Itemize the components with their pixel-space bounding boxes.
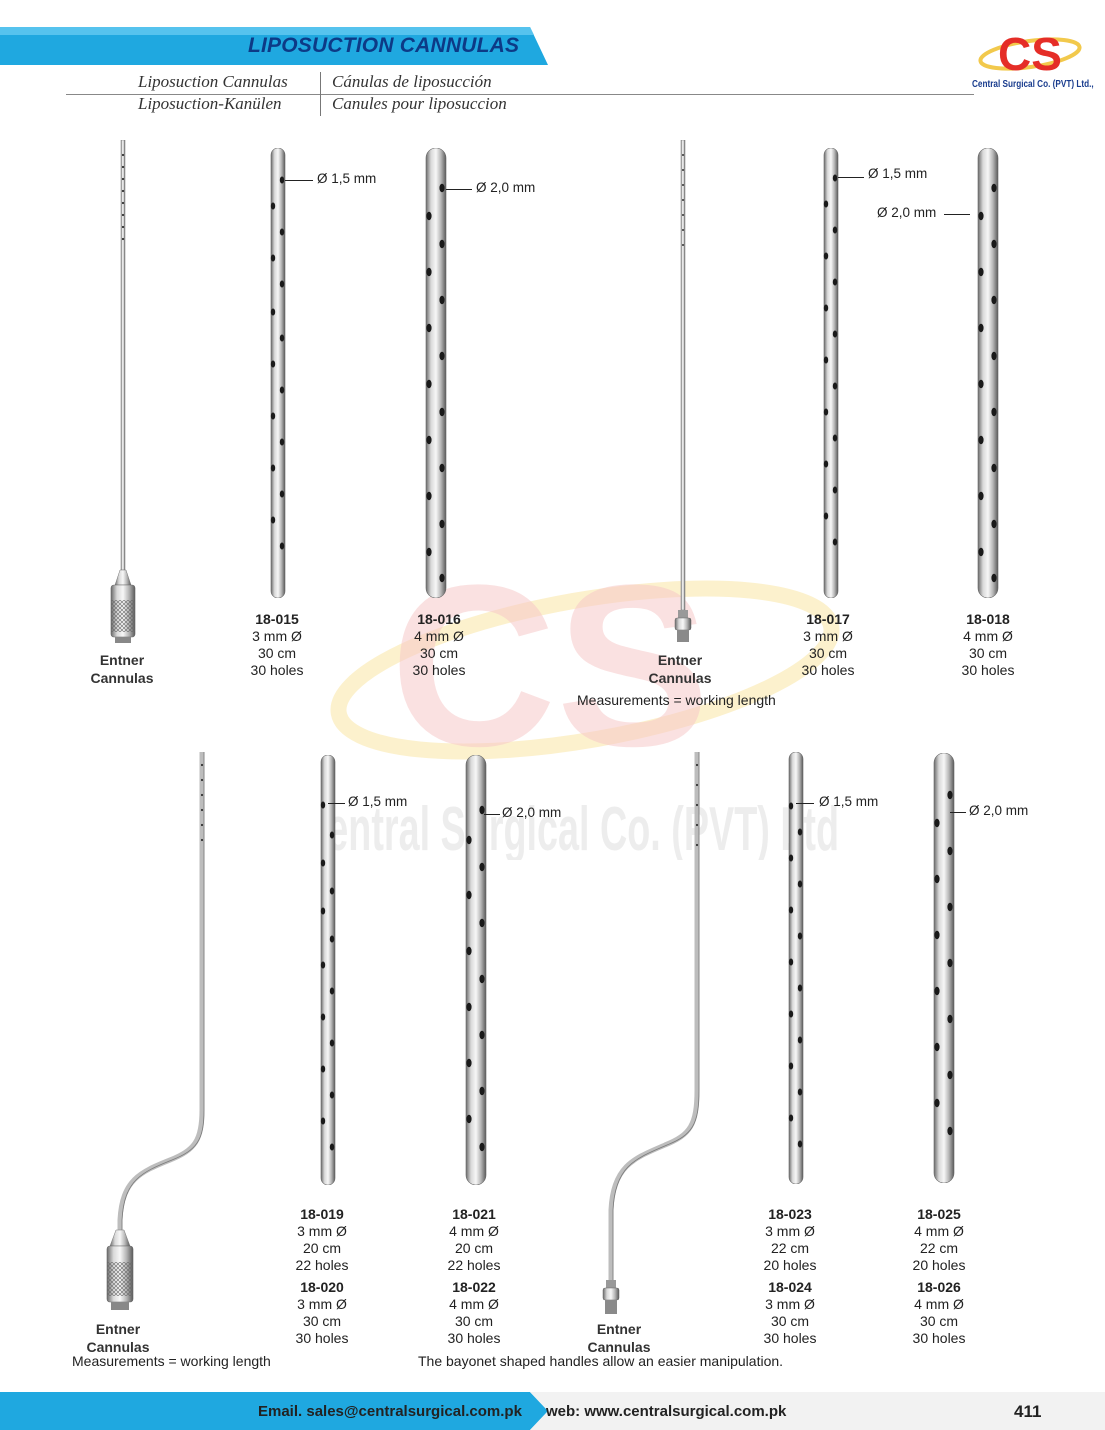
subtitle-en: Liposuction Cannulas (138, 72, 288, 91)
company-name: Central Surgical Co. (PVT) Ltd., (972, 79, 1094, 90)
entner-caption: Entner Cannulas (587, 1321, 651, 1355)
dimension-leader (950, 812, 966, 813)
footer-bar (0, 1392, 1105, 1430)
cannula-18-017 (823, 148, 839, 598)
entner-cannula-straight-1 (110, 140, 136, 643)
diameter-label: Ø 1,5 mm (317, 171, 377, 186)
diameter-label: Ø 2,0 mm (969, 803, 1029, 818)
dimension-leader (446, 189, 472, 190)
product-caption-18-018: 18-018 4 mm Ø 30 cm 30 holes (961, 611, 1015, 678)
diameter-label: Ø 2,0 mm (476, 180, 536, 195)
measurement-note: Measurements = working length (577, 692, 776, 708)
cannula-18-025 (933, 753, 955, 1183)
cannula-18-019 (320, 755, 336, 1185)
diameter-label: Ø 2,0 mm (877, 205, 937, 220)
product-caption-18-024: 18-024 3 mm Ø 30 cm 30 holes (763, 1279, 817, 1346)
dimension-leader (796, 803, 814, 804)
product-caption-18-020: 18-020 3 mm Ø 30 cm 30 holes (295, 1279, 349, 1346)
cannula-18-018 (977, 148, 999, 598)
product-caption-18-016: 18-016 4 mm Ø 30 cm 30 holes (412, 611, 466, 678)
diameter-label: Ø 1,5 mm (868, 166, 928, 181)
dimension-leader (944, 214, 970, 215)
measurement-note: Measurements = working length (72, 1353, 271, 1369)
product-caption-18-026: 18-026 4 mm Ø 30 cm 30 holes (912, 1279, 966, 1346)
bayonet-note: The bayonet shaped handles allow an easi… (418, 1353, 784, 1369)
diameter-label: Ø 2,0 mm (502, 805, 562, 820)
footer-email[interactable]: Email. sales@centralsurgical.com.pk (258, 1403, 522, 1420)
product-caption-18-015: 18-015 3 mm Ø 30 cm 30 holes (250, 611, 304, 678)
entner-caption: Entner Cannulas (86, 1321, 150, 1355)
cannula-18-016 (425, 148, 447, 598)
product-caption-18-019: 18-019 3 mm Ø 20 cm 22 holes (295, 1206, 349, 1273)
diameter-label: Ø 1,5 mm (348, 794, 408, 809)
company-logo: CS (978, 28, 1082, 78)
dimension-leader (285, 180, 313, 181)
entner-cannula-straight-2 (674, 140, 692, 642)
entner-cannula-bayonet-1 (106, 752, 205, 1310)
product-caption-18-025: 18-025 4 mm Ø 22 cm 20 holes (912, 1206, 966, 1273)
subtitle-fr: Canules pour liposuccion (332, 94, 507, 113)
svg-text:Central Surgical Co. (PVT) Ltd: Central Surgical Co. (PVT) Ltd., (330, 795, 840, 860)
dimension-leader (328, 803, 345, 804)
dimension-leader (484, 814, 500, 815)
svg-text:CS: CS (998, 28, 1062, 78)
title-banner (0, 27, 548, 65)
svg-text:CS: CS (390, 560, 710, 794)
product-caption-18-023: 18-023 3 mm Ø 22 cm 20 holes (763, 1206, 817, 1273)
product-caption-18-017: 18-017 3 mm Ø 30 cm 30 holes (801, 611, 855, 678)
cannula-18-021 (465, 755, 487, 1185)
footer-website[interactable]: web: www.centralsurgical.com.pk (546, 1403, 787, 1420)
page-number: 411 (1014, 1402, 1042, 1421)
diameter-label: Ø 1,5 mm (819, 794, 879, 809)
cannula-18-023 (788, 752, 804, 1184)
product-caption-18-022: 18-022 4 mm Ø 30 cm 30 holes (447, 1279, 501, 1346)
header-separator (320, 72, 321, 116)
watermark: CS Central Surgical Co. (PVT) Ltd., (330, 560, 840, 860)
header-rule (66, 94, 974, 95)
cannula-18-015 (270, 148, 286, 598)
entner-cannula-bayonet-2 (602, 752, 700, 1314)
cannula-holes (121, 153, 125, 241)
subtitle-de: Liposuction-Kanülen (138, 94, 282, 113)
entner-caption: Entner Cannulas (90, 652, 154, 686)
subtitle-es: Cánulas de liposucción (332, 72, 492, 91)
dimension-leader (838, 177, 864, 178)
page-title: LIPOSUCTION CANNULAS (248, 34, 520, 57)
product-caption-18-021: 18-021 4 mm Ø 20 cm 22 holes (447, 1206, 501, 1273)
entner-caption: Entner Cannulas (648, 652, 712, 686)
